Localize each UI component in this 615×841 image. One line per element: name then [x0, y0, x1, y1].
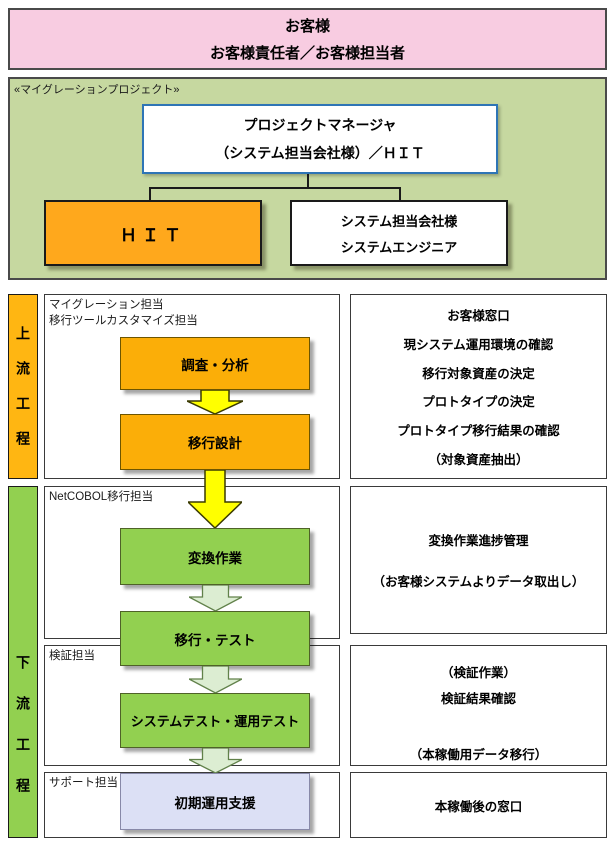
description-panel-verification: （検証作業） 検証結果確認 （本稼働用データ移行）: [350, 645, 607, 766]
description-panel-upstream: お客様窓口 現システム運用環境の確認 移行対象資産の決定 プロトタイプの決定 プ…: [350, 294, 607, 479]
customer-header-box: お客様 お客様責任者／お客様担当者: [8, 8, 607, 70]
connector-line: [307, 174, 309, 188]
description-line: （本稼働用データ移行）: [409, 748, 548, 762]
description-line: プロトタイプ移行結果の確認: [397, 424, 560, 439]
pm-title: プロジェクトマネージャ: [243, 117, 397, 133]
project-section: «マイグレーションプロジェクト» プロジェクトマネージャ （システム担当会社様）…: [8, 77, 607, 280]
lane-role-label: サポート担当: [49, 777, 118, 789]
se-role: システムエンジニア: [340, 239, 458, 255]
description-line: 移行対象資産の決定: [422, 366, 535, 381]
down-arrow-icon: [188, 470, 242, 528]
flow-box-system-operation-test: システムテスト・運用テスト: [120, 693, 310, 748]
connector-line: [149, 187, 151, 201]
se-company: システム担当会社様: [340, 213, 458, 229]
down-arrow-icon: [189, 748, 242, 773]
down-arrow-icon: [189, 585, 242, 611]
upstream-phase-bar: 上流工程: [8, 294, 38, 479]
pm-subtitle: （システム担当会社様）／ＨＩＴ: [215, 145, 425, 161]
description-line: 検証結果確認: [440, 692, 516, 706]
description-line: （お客様システムよりデータ取出し）: [372, 575, 585, 589]
description-line: 本稼働後の窓口: [434, 799, 523, 814]
flow-box-migration-test: 移行・テスト: [120, 611, 310, 666]
connector-line: [399, 187, 401, 201]
downstream-phase-bar: 下流工程: [8, 486, 38, 838]
description-panel-conversion: 変換作業進捗管理 （お客様システムよりデータ取出し）: [350, 486, 607, 634]
description-panel-support: 本稼働後の窓口: [350, 772, 607, 838]
connector-line: [149, 187, 401, 189]
lane-role-label: NetCOBOL移行担当: [49, 491, 154, 503]
description-line: （検証作業）: [440, 666, 516, 680]
customer-title: お客様: [284, 18, 330, 35]
description-line: 変換作業進捗管理: [428, 534, 529, 548]
lane-role-label: マイグレーション担当 移行ツールカスタマイズ担当: [49, 299, 198, 327]
description-line: プロトタイプの決定: [422, 395, 535, 410]
hit-label: ＨＩＴ: [120, 225, 186, 245]
down-arrow-icon: [189, 666, 242, 693]
flow-box-migration-design: 移行設計: [120, 414, 310, 470]
downstream-label: 下流工程: [15, 655, 31, 819]
description-line: お客様窓口: [447, 308, 510, 323]
customer-roles: お客様責任者／お客様担当者: [209, 45, 405, 62]
upstream-label: 上流工程: [15, 325, 31, 466]
project-section-label: «マイグレーションプロジェクト»: [14, 84, 180, 96]
lane-role-label: 検証担当: [49, 650, 95, 662]
description-line: 現システム運用環境の確認: [403, 337, 554, 352]
down-arrow-icon: [187, 390, 243, 414]
flow-box-survey-analysis: 調査・分析: [120, 337, 310, 390]
description-line: （対象資産抽出）: [428, 453, 529, 468]
project-manager-box: プロジェクトマネージャ （システム担当会社様）／ＨＩＴ: [142, 104, 498, 174]
flow-box-conversion-work: 変換作業: [120, 528, 310, 585]
system-engineer-box: システム担当会社様 システムエンジニア: [290, 200, 508, 266]
flow-box-initial-operation-support: 初期運用支援: [120, 773, 310, 830]
hit-box: ＨＩＴ: [44, 200, 262, 266]
